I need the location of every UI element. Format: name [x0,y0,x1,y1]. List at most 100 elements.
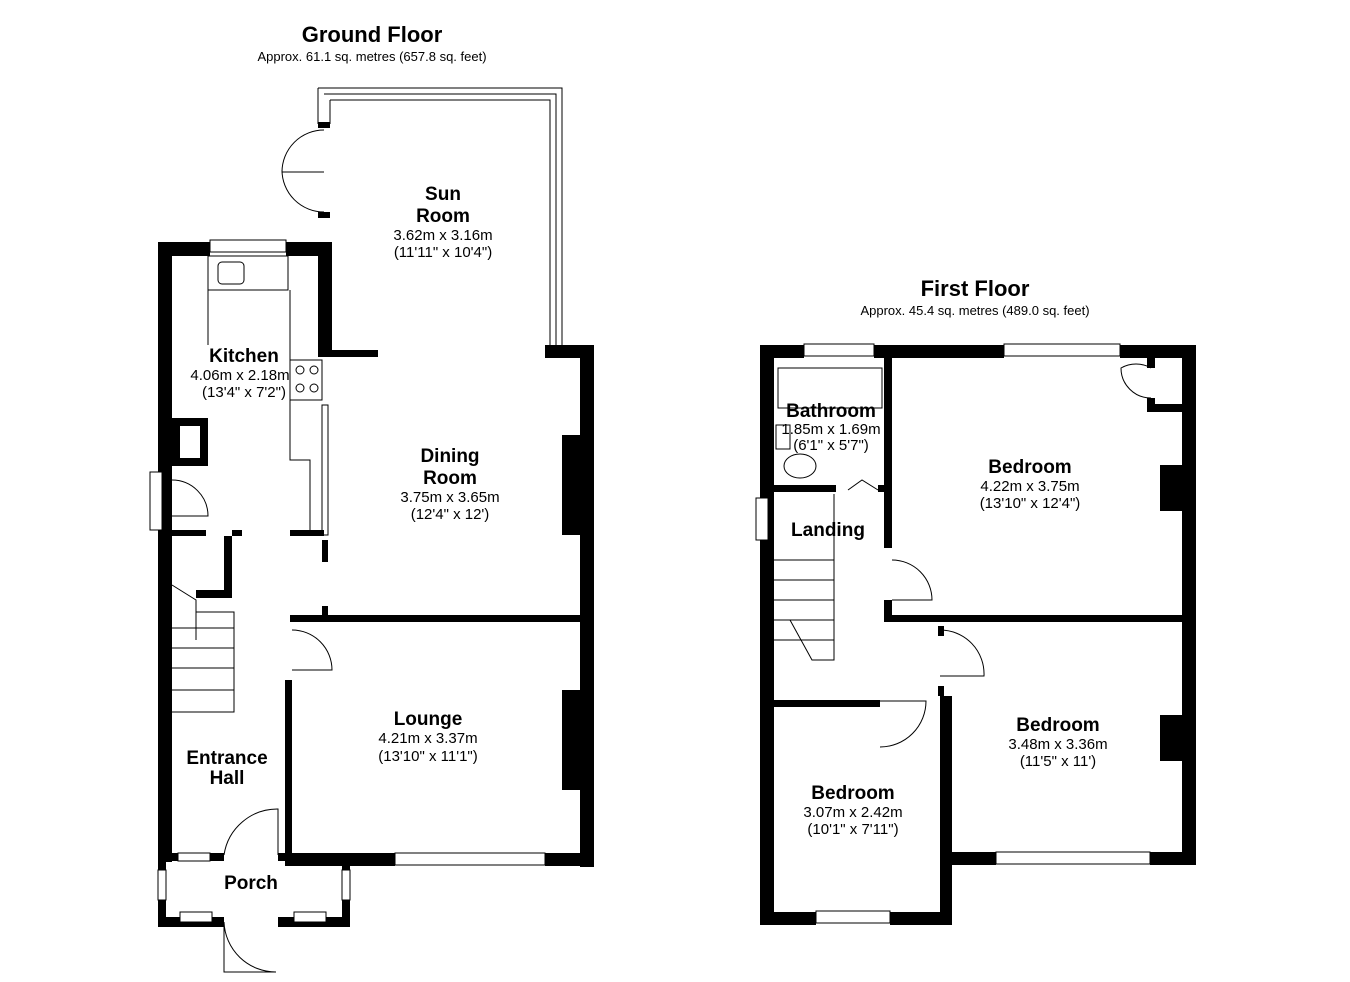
wall [318,122,330,128]
hob-icon [295,383,305,393]
room-size-imperial: (6'1" x 5'7") [793,437,869,454]
wall [774,700,880,707]
wall [940,852,996,865]
room-name: Bathroom [786,401,876,422]
room-size-metric: 3.07m x 2.42m [803,804,902,821]
wall [580,345,594,867]
room-name: Hall [210,768,245,789]
french-doors [281,129,325,213]
room-size-imperial: (13'10" x 11'1") [378,748,478,765]
wall [1120,345,1196,358]
cupboard [172,418,208,466]
room-size-metric: 4.22m x 3.75m [980,478,1079,495]
side-door [149,471,163,531]
glazed-partition [321,404,329,536]
wall [1147,404,1183,412]
wall [938,686,944,696]
room-name: Room [423,468,477,489]
window [755,497,769,541]
door-swing [891,559,933,601]
chimney-breast [562,690,582,790]
wall [884,358,892,548]
wall [878,485,886,492]
window [1003,343,1121,357]
room-name: Sun [425,184,461,205]
staircase [171,584,235,713]
wall [172,530,206,536]
staircase [774,494,835,661]
wall [322,540,328,562]
door-swing [939,629,985,677]
window [293,911,327,923]
wall [158,853,178,861]
wall [196,590,232,598]
room-size-imperial: (10'1" x 7'11") [807,821,898,838]
wall [322,606,328,616]
first-floor-plan: First Floor Approx. 45.4 sq. metres (489… [755,276,1196,925]
front-door [223,921,277,973]
conservatory-frame [317,87,563,345]
room-size-imperial: (12'4" x 12') [411,506,490,523]
first-floor-area: Approx. 45.4 sq. metres (489.0 sq. feet) [860,303,1089,318]
wall [874,345,1004,358]
wall [285,680,292,860]
chimney-breast [1160,715,1184,761]
room-name: Bedroom [1016,715,1099,736]
wall [232,530,242,536]
room-size-metric: 3.48m x 3.36m [1008,736,1107,753]
hob-icon [309,365,319,375]
room-size-metric: 4.06m x 2.18m [190,367,289,384]
first-floor-title: First Floor [921,276,1030,301]
room-name: Bedroom [811,783,894,804]
room-name: Dining [420,446,479,467]
wall [224,536,232,598]
window [803,343,875,357]
wall [774,485,836,492]
window [179,911,213,923]
ground-floor-area: Approx. 61.1 sq. metres (657.8 sq. feet) [257,49,486,64]
window [394,852,546,866]
window [177,852,211,862]
kitchen-worktop [207,290,323,530]
wall [545,853,594,866]
door-swing [291,629,333,671]
bath-icon [777,367,883,409]
ground-floor-title: Ground Floor [302,22,443,47]
room-name: Entrance [186,748,267,769]
door-swing [223,808,279,856]
bifold-door [847,479,879,491]
chimney-breast [562,435,582,535]
hob-icon [309,383,319,393]
wall [290,615,580,622]
wall [318,350,378,357]
wall [318,242,332,352]
room-name: Lounge [394,709,463,730]
wall [938,626,944,636]
room-size-imperial: (11'5" x 11') [1020,753,1096,770]
wall [158,242,172,862]
window [157,869,167,901]
chimney-breast [1160,465,1184,511]
wall [884,600,892,622]
wall [760,345,804,358]
window [815,910,891,924]
room-name: Kitchen [209,346,279,367]
wall [760,345,774,925]
room-size-imperial: (13'10" x 12'4") [980,495,1081,512]
wall [1150,852,1196,865]
sink-unit [207,255,289,291]
sink-icon [217,261,245,285]
room-name: Bedroom [988,457,1071,478]
room-size-metric: 3.62m x 3.16m [393,227,492,244]
wall [210,853,224,861]
wall [290,530,324,536]
room-size-imperial: (13'4" x 7'2") [202,384,286,401]
door-swing [171,479,209,517]
room-size-metric: 3.75m x 3.65m [400,489,499,506]
room-name: Porch [224,873,278,894]
wall [890,912,952,925]
door-swing [879,700,927,748]
room-size-metric: 1.85m x 1.69m [781,421,880,438]
room-name: Landing [791,520,865,541]
